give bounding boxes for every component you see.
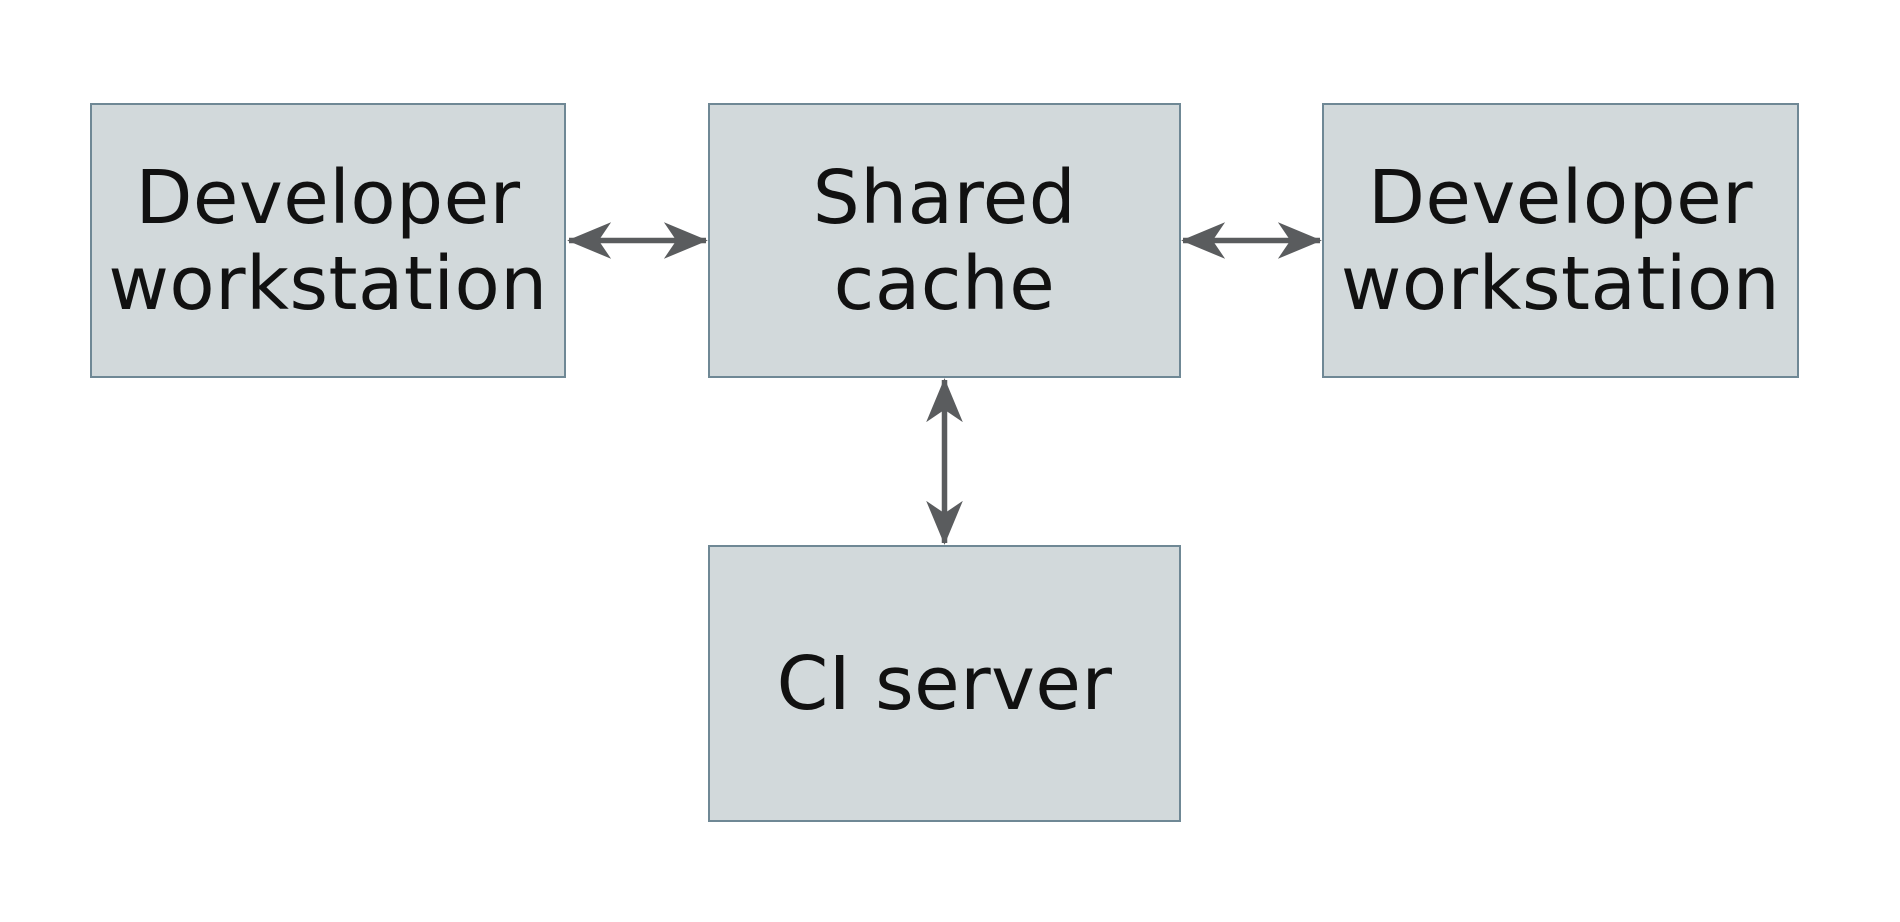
node-ci-server: CI server bbox=[708, 545, 1181, 822]
node-developer-workstation-right: Developer workstation bbox=[1322, 103, 1799, 378]
node-label: Developer workstation bbox=[108, 154, 548, 327]
node-shared-cache: Shared cache bbox=[708, 103, 1181, 378]
node-label: Developer workstation bbox=[1340, 154, 1781, 327]
node-label: CI server bbox=[776, 640, 1113, 727]
node-developer-workstation-left: Developer workstation bbox=[90, 103, 566, 378]
node-label: Shared cache bbox=[812, 154, 1077, 327]
